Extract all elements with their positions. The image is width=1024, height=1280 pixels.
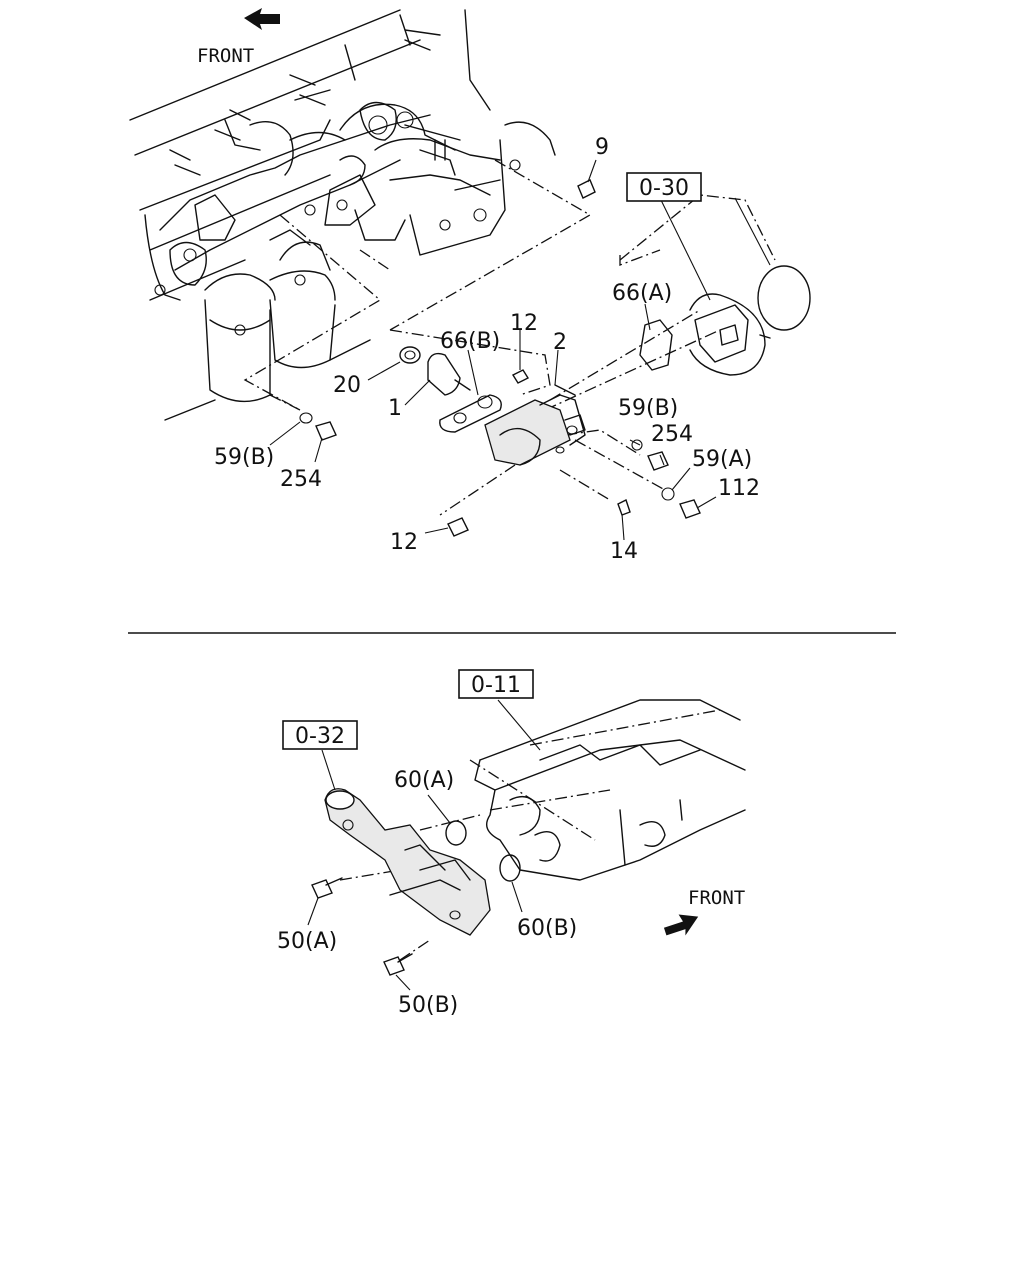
- callout-9: 9: [595, 135, 609, 160]
- egr-cooler-flange: [639, 265, 811, 376]
- callout-59b-left: 59(B): [214, 445, 274, 470]
- callout-50b: 50(B): [398, 993, 458, 1018]
- bottom-exploded-view: 0-11 0-32 60(A) 60(B) 50(A) 50(B) FRONT: [277, 669, 746, 1018]
- bolt-12-upper: [511, 369, 530, 384]
- reference-label-0-30: 0-30: [639, 176, 689, 201]
- bolt-12-lower: [447, 517, 469, 537]
- o-ring-59b-left: [299, 412, 313, 424]
- stud-9: [577, 179, 596, 199]
- egr-valve-body: [484, 399, 571, 466]
- egr-valve-assembly: [399, 346, 586, 466]
- reference-box-0-11: [458, 669, 534, 699]
- reference-box-0-30: [626, 172, 702, 202]
- reference-box-0-32: [282, 720, 358, 750]
- o-ring-large: [757, 265, 811, 331]
- oil-filters: [204, 229, 336, 403]
- callout-66a: 66(A): [612, 281, 672, 306]
- o-ring-59b-right: [631, 439, 643, 451]
- o-ring-60b: [499, 854, 521, 882]
- reference-label-0-32: 0-32: [295, 724, 345, 749]
- plug-254-left: [315, 421, 337, 441]
- reference-label-0-11: 0-11: [471, 673, 521, 698]
- callout-20: 20: [333, 373, 361, 398]
- callout-1: 1: [388, 396, 402, 421]
- callout-59a: 59(A): [692, 447, 752, 472]
- gasket-66b: [439, 394, 502, 433]
- callout-60a: 60(A): [394, 768, 454, 793]
- water-outlet-pipe: [324, 788, 491, 936]
- top-exploded-view: FRONT: [129, 8, 811, 564]
- top-callout-leaders: [269, 159, 771, 541]
- front-label-top: FRONT: [197, 45, 254, 67]
- part-1: [427, 352, 461, 396]
- gasket-66a: [639, 319, 673, 371]
- bolt-50a: [311, 879, 333, 899]
- engine-block: [129, 9, 491, 421]
- egr-housing: [324, 101, 556, 256]
- callout-254-left: 254: [280, 467, 322, 492]
- callout-254-right: 254: [651, 422, 693, 447]
- o-ring-60a: [445, 820, 467, 846]
- callout-50a: 50(A): [277, 929, 337, 954]
- callout-12-lower: 12: [390, 530, 418, 555]
- callout-59b-right: 59(B): [618, 396, 678, 421]
- callout-14: 14: [610, 539, 638, 564]
- callout-60b: 60(B): [517, 916, 577, 941]
- bottom-callout-leaders: [307, 699, 541, 991]
- o-ring-59a: [661, 487, 675, 501]
- callout-12-upper: 12: [510, 311, 538, 336]
- front-arrow-top: [244, 8, 280, 30]
- plug-254-right: [647, 451, 669, 471]
- plug-112: [679, 499, 701, 519]
- callout-112: 112: [718, 476, 760, 501]
- exhaust-manifold: [154, 14, 441, 296]
- bolt-14: [617, 499, 631, 516]
- bottom-dashed-leaders: [339, 709, 721, 961]
- cylinder-head: [474, 699, 746, 881]
- front-label-bottom: FRONT: [688, 887, 745, 909]
- front-arrow-bottom: [663, 914, 699, 936]
- gasket-20: [399, 346, 421, 364]
- callout-2: 2: [553, 330, 567, 355]
- top-dashed-leaders: [243, 159, 776, 516]
- callout-66b: 66(B): [440, 329, 500, 354]
- small-parts-top: [299, 179, 701, 537]
